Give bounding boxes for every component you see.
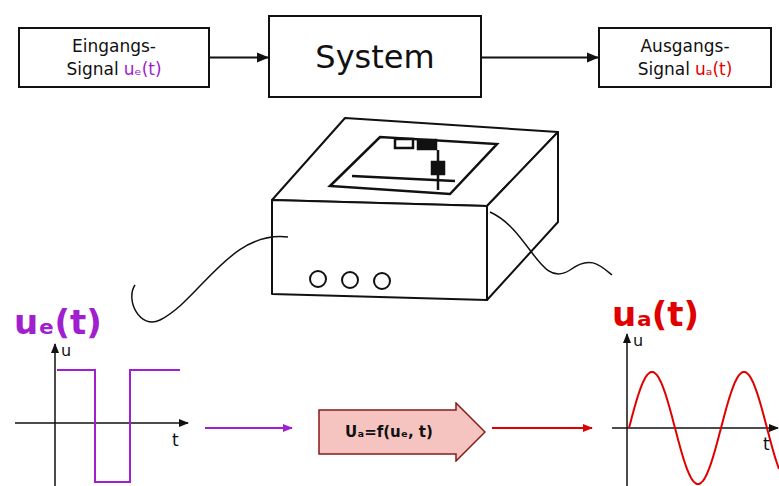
axis-label: u (633, 333, 643, 349)
square-wave (57, 370, 180, 482)
circuit-sketch (330, 137, 497, 194)
axis-label: u (61, 343, 71, 359)
text-wrap: Ausgangs- Signaluₐ(t) (621, 35, 749, 81)
device-housing (272, 118, 558, 300)
input-signal-box: Eingangs- Signaluₑ(t) (18, 27, 210, 88)
signal-arrow (492, 427, 592, 429)
signal-arrow (205, 427, 292, 429)
axis-label: t (763, 436, 770, 453)
axis-label: t (172, 432, 179, 449)
flow-arrow (482, 57, 598, 59)
cable (490, 212, 612, 275)
text-wrap: Eingangs- Signaluₑ(t) (50, 35, 178, 81)
node-title: System (315, 38, 434, 76)
signal-name: uₑ(t) (14, 305, 102, 339)
node-title: Uₐ=f(uₑ, t) (345, 423, 433, 441)
output-graph-axes (612, 334, 778, 486)
signal-name: uₐ(t) (612, 297, 699, 331)
function-arrow: Uₐ=f(uₑ, t) (318, 402, 486, 462)
input-graph-axes (15, 344, 188, 486)
signal-name: uₐ(t) (695, 59, 732, 79)
flow-arrow (210, 57, 268, 59)
sine-wave (629, 372, 779, 484)
system-box: System (268, 15, 482, 98)
output-signal-box: Ausgangs- Signaluₐ(t) (598, 27, 772, 88)
signal-name: uₑ(t) (124, 59, 162, 79)
cable (132, 237, 288, 322)
